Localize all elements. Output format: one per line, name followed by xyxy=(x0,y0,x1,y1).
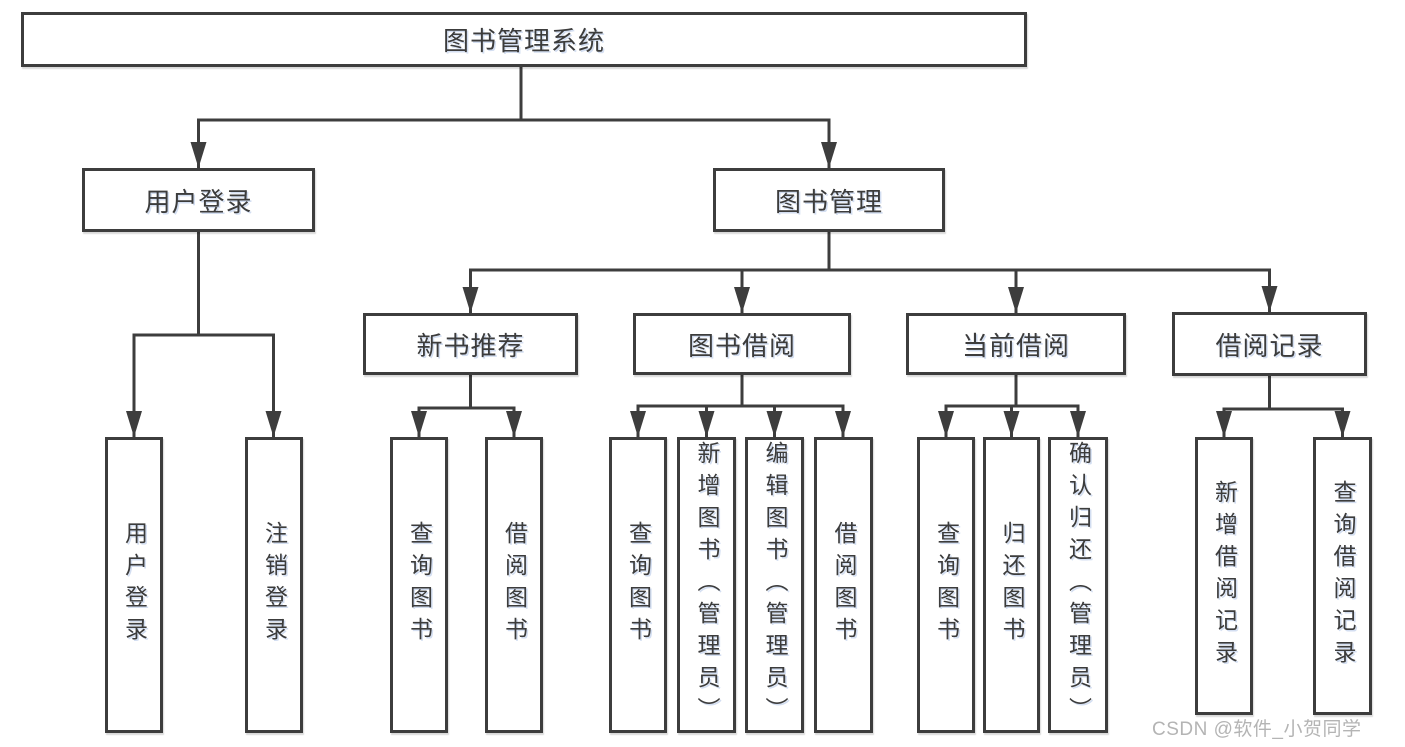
node-label: 图书借阅 xyxy=(687,330,796,361)
node-new-book-recommend: 新书推荐 xyxy=(363,313,578,375)
leaf-query-books-2: 查询图书 xyxy=(609,437,667,733)
leaf-user-login: 用户登录 xyxy=(105,437,163,733)
node-label: 查询图书 xyxy=(406,521,433,649)
leaf-query-borrow-record: 查询借阅记录 xyxy=(1313,437,1372,715)
node-root: 图书管理系统 xyxy=(21,12,1027,67)
node-label: 借阅图书 xyxy=(831,521,857,649)
node-label: 归还图书 xyxy=(999,521,1025,649)
leaf-add-borrow-record: 新增借阅记录 xyxy=(1195,437,1253,715)
node-label: 用户登录 xyxy=(144,186,253,217)
node-label: 查询图书 xyxy=(625,521,652,649)
node-label: 用户登录 xyxy=(121,521,148,649)
node-label: 图书管理 xyxy=(774,186,883,217)
node-label: 查询借阅记录 xyxy=(1330,480,1356,672)
leaf-edit-book-admin: 编辑图书（管理员） xyxy=(745,437,804,733)
leaf-logout: 注销登录 xyxy=(245,437,303,733)
leaf-borrow-books-1: 借阅图书 xyxy=(485,437,543,733)
node-label: 新增借阅记录 xyxy=(1211,480,1238,672)
edges-group xyxy=(126,67,1351,437)
node-current-borrow: 当前借阅 xyxy=(906,313,1126,375)
node-label: 确认归还（管理员） xyxy=(1065,441,1092,729)
leaf-query-books-1: 查询图书 xyxy=(390,437,448,733)
node-label: 查询图书 xyxy=(933,521,960,649)
node-label: 借阅记录 xyxy=(1215,330,1324,361)
node-label: 新书推荐 xyxy=(416,330,525,361)
node-label: 当前借阅 xyxy=(961,330,1070,361)
leaf-add-book-admin: 新增图书（管理员） xyxy=(677,437,736,733)
node-book-management: 图书管理 xyxy=(713,168,945,232)
node-label: 注销登录 xyxy=(261,521,288,649)
csdn-watermark: CSDN @软件_小贺同学 xyxy=(1152,719,1362,740)
node-label: 图书管理系统 xyxy=(442,26,605,56)
leaf-return-book: 归还图书 xyxy=(983,437,1040,733)
node-label: 编辑图书（管理员） xyxy=(762,441,788,729)
leaf-query-books-3: 查询图书 xyxy=(917,437,975,733)
node-label: 新增图书（管理员） xyxy=(694,441,720,729)
node-user-login: 用户登录 xyxy=(82,168,315,232)
node-book-borrow: 图书借阅 xyxy=(633,313,851,375)
leaf-borrow-books-2: 借阅图书 xyxy=(814,437,873,733)
node-label: 借阅图书 xyxy=(501,521,528,649)
node-borrow-records: 借阅记录 xyxy=(1172,312,1367,376)
leaf-confirm-return-admin: 确认归还（管理员） xyxy=(1048,437,1108,733)
